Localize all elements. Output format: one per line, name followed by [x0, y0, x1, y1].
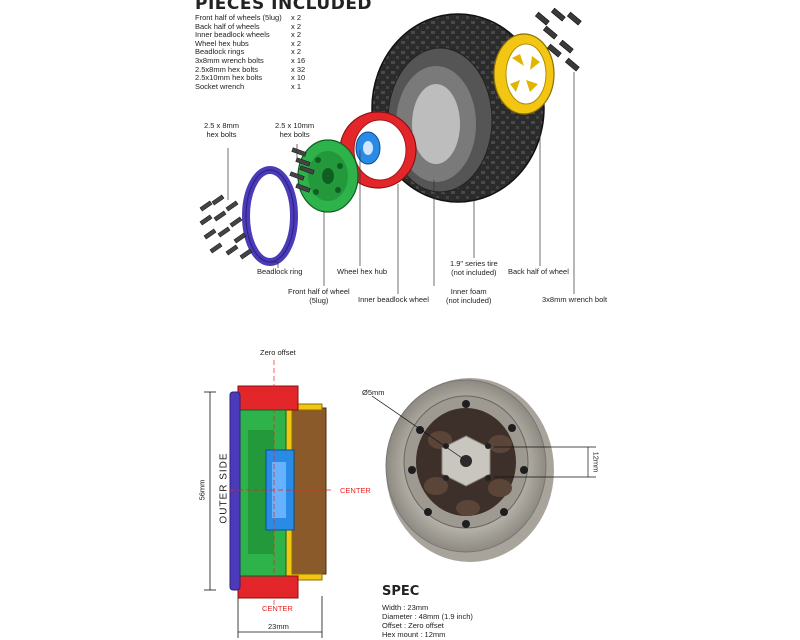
spec-title: SPEC [382, 584, 420, 599]
outer-side-label: OUTER SIDE [218, 452, 230, 524]
center-label-right: CENTER [340, 486, 371, 495]
beadlock-ring [242, 166, 298, 266]
callout-wheel-hex-hub: Wheel hex hub [337, 267, 388, 276]
list-item: Front half of wheels (5lug)x 2 [195, 13, 302, 22]
hex-bolts-10mm [289, 147, 315, 193]
spec-line: Diameter : 48mm (1.9 inch) [382, 612, 473, 621]
spec-line: Offset : Zero offset [382, 621, 444, 630]
spec-line: Width : 23mm [382, 603, 429, 612]
center-label-bottom: CENTER [262, 604, 293, 613]
height-dimension: 56mm [197, 479, 207, 501]
callout-tire: 1.9" series tire(not included) [450, 259, 498, 277]
callout-wrench-bolt: 3x8mm wrench bolt [542, 295, 608, 304]
hole-dimension: Ø5mm [362, 388, 385, 397]
spec-list: Width : 23mm Diameter : 48mm (1.9 inch) … [382, 603, 473, 639]
callout-inner-foam: Inner foam(not included) [446, 287, 492, 305]
hex-dimension: 12mm [591, 451, 601, 473]
callout-inner-beadlock: Inner beadlock wheel [358, 295, 429, 304]
spec-line: Hex mount : 12mm [382, 630, 446, 639]
pieces-title: PIECES INCLUDED [195, 0, 373, 14]
hex-bolts-8mm [199, 194, 253, 260]
front-half-wheel [297, 139, 359, 213]
pieces-list: Front half of wheels (5lug)x 2 Back half… [195, 13, 306, 91]
wheel-photo [371, 378, 596, 562]
wrench-bolts [534, 7, 582, 72]
zero-offset-label: Zero offset [260, 348, 296, 357]
back-half-wheel [493, 33, 555, 115]
callout-front-half: Front half of wheel(5lug) [288, 287, 350, 305]
callout-beadlock-ring: Beadlock ring [257, 267, 303, 276]
section-view [204, 360, 334, 638]
leader-lines [227, 72, 575, 294]
wheel-hex-hub [355, 131, 381, 165]
callout-back-half: Back half of wheel [508, 267, 569, 276]
width-dimension: 23mm [268, 622, 289, 631]
